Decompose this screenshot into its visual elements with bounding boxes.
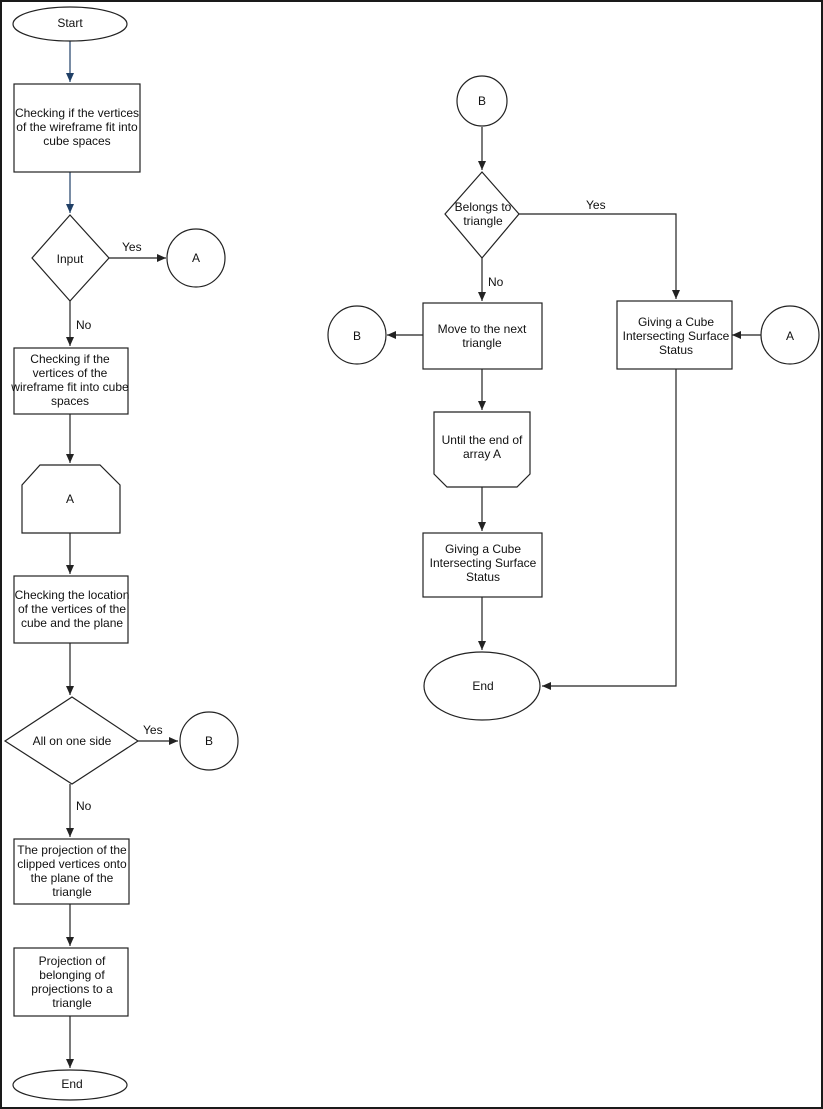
edge-status2-to-end <box>542 369 677 690</box>
input-decision-shape <box>31 214 110 302</box>
start-terminator-shape <box>12 6 128 42</box>
end-terminator-right-label-line: End <box>472 679 493 693</box>
move-next-shape <box>422 302 543 370</box>
connector-a-1: A <box>166 228 226 288</box>
edge-label-all-side-yes: Yes <box>143 723 163 737</box>
giving-status-process-1-label-line: Status <box>466 570 500 584</box>
giving-status-2-shape <box>616 300 733 370</box>
connector-a-2-label-line: A <box>786 329 794 343</box>
projection-belonging-process-label-line: projections to a <box>31 982 113 996</box>
check-vertices-process-2-label-line: wireframe fit into cube <box>10 380 129 394</box>
start-terminator-label-line: Start <box>57 16 83 30</box>
move-next-process-label-line: Move to the next <box>438 322 527 336</box>
belongs-triangle-decision-label-line: triangle <box>463 214 503 228</box>
projection-clipped-process-label-line: triangle <box>52 885 92 899</box>
projection-clipped-process-label-line: the plane of the <box>31 871 114 885</box>
input-decision-label-line: Input <box>57 252 84 266</box>
projection-belonging-process-label-line: triangle <box>52 996 92 1010</box>
edge-label-input-yes: Yes <box>122 240 142 254</box>
check-vertices-process-2-label-line: vertices of the <box>33 366 108 380</box>
connector-a-1-shape <box>166 228 226 288</box>
all-one-side-shape <box>3 696 140 785</box>
check-vertices-process-1-label-line: Checking if the vertices <box>15 106 139 120</box>
end-terminator-left-label-line: End <box>61 1077 82 1091</box>
projection-clipped-process-label-line: clipped vertices onto <box>17 857 127 871</box>
start-terminator: Start <box>12 6 128 42</box>
projection-clipped-shape <box>13 838 130 905</box>
move-next-process-label-line: triangle <box>462 336 502 350</box>
projection-belonging-shape <box>13 947 129 1017</box>
check-location-process-label-line: Checking the location <box>15 588 130 602</box>
giving-status-process-2-label-line: Intersecting Surface <box>623 329 730 343</box>
check-location-shape <box>13 575 129 644</box>
connector-a-1-label-line: A <box>192 251 200 265</box>
projection-belonging-process-label-line: Projection of <box>39 954 106 968</box>
check-vertices-process-2-label-line: Checking if the <box>30 352 110 366</box>
giving-status-1-shape <box>422 532 543 598</box>
check-vertices-process-1-label-line: of the wireframe fit into <box>16 120 138 134</box>
connector-b-1-shape <box>179 711 239 771</box>
connector-b-top: B <box>456 75 508 127</box>
end-terminator-right-shape <box>423 651 541 721</box>
check-vertices-1-shape <box>13 83 141 173</box>
edge-label-all-side-no: No <box>76 799 92 813</box>
end-terminator-left-shape <box>12 1069 128 1101</box>
until-end-shape <box>433 411 531 488</box>
giving-status-process-2-label-line: Status <box>659 343 693 357</box>
check-vertices-2-shape <box>13 347 129 415</box>
edge-belongs-yes-to-status2 <box>519 213 680 299</box>
check-vertices-process-2-label-line: spaces <box>51 394 89 408</box>
until-end-loop-limit-label-line: Until the end of <box>442 433 523 447</box>
edge-labels: Yes No Yes No Yes No <box>76 198 606 813</box>
edge-label-input-no: No <box>76 318 92 332</box>
giving-status-process-1-label-line: Giving a Cube <box>445 542 521 556</box>
connector-b-2-label-line: B <box>353 329 361 343</box>
edge-label-belongs-yes: Yes <box>586 198 606 212</box>
end-terminator-left: End <box>12 1069 128 1101</box>
loop-limit-a: A <box>21 464 121 534</box>
end-terminator-right: End <box>423 651 541 721</box>
check-location-process-label-line: cube and the plane <box>21 616 123 630</box>
connector-b-1: B <box>179 711 239 771</box>
check-location-process-label-line: of the vertices of the <box>18 602 126 616</box>
connector-b-2-shape <box>327 305 387 365</box>
projection-clipped-process-label-line: The projection of the <box>17 843 127 857</box>
belongs-triangle-shape <box>444 171 520 259</box>
until-end-loop-limit-label-line: array A <box>463 447 501 461</box>
input-decision: Input <box>31 214 110 302</box>
loop-limit-a-shape <box>21 464 121 534</box>
connector-a-2: A <box>760 305 820 365</box>
edges <box>66 41 761 1068</box>
projection-belonging-process-label-line: belonging of <box>39 968 105 982</box>
connector-b-top-label-line: B <box>478 94 486 108</box>
loop-limit-a-label-line: A <box>66 492 74 506</box>
giving-status-process-1-label-line: Intersecting Surface <box>430 556 537 570</box>
connector-a-2-shape <box>760 305 820 365</box>
connector-b-top-shape <box>456 75 508 127</box>
belongs-triangle-decision-label-line: Belongs to <box>455 200 512 214</box>
giving-status-process-2-label-line: Giving a Cube <box>638 315 714 329</box>
edge-label-belongs-no: No <box>488 275 504 289</box>
connector-b-1-label-line: B <box>205 734 213 748</box>
check-vertices-process-1-label-line: cube spaces <box>43 134 110 148</box>
connector-b-2: B <box>327 305 387 365</box>
all-one-side-decision: All on one side <box>3 696 140 785</box>
all-one-side-decision-label-line: All on one side <box>33 734 112 748</box>
